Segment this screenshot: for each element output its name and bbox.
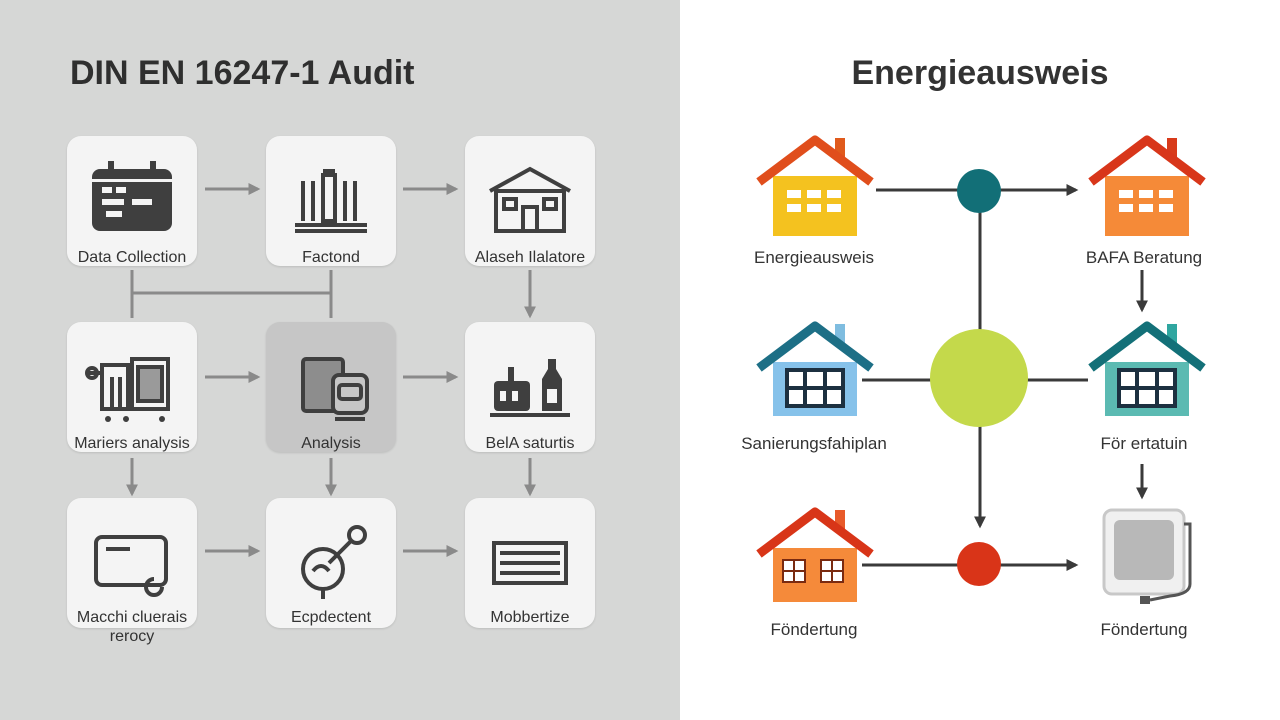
box-factond[interactable] (266, 136, 396, 266)
box-bela-saturtis[interactable] (465, 322, 595, 452)
house-orange-icon[interactable] (1087, 132, 1207, 242)
label-data-collection: Data Collection (77, 249, 187, 266)
label-sanierungsfahrplan: Sanierungsfahiplan (741, 434, 887, 453)
label-analysis: Analysis (301, 435, 361, 452)
house-red-icon[interactable] (755, 504, 875, 614)
monitor-icon (94, 535, 168, 597)
label-alaseh: Alaseh Ilalatore (474, 249, 586, 266)
box-ecpdectent[interactable] (266, 498, 396, 628)
right-panel-title: Energieausweis (851, 54, 1109, 92)
columns-icon (295, 169, 367, 233)
label-macchi: Macchi cluerais rerocy (76, 609, 188, 645)
gauge-icon (301, 525, 367, 599)
label-for-ertatuin: För ertatuin (1100, 434, 1188, 453)
calendar-icon (92, 161, 172, 231)
label-bafa-beratung: BAFA Beratung (1085, 248, 1203, 267)
machine-icon (85, 357, 170, 422)
device-icon[interactable] (1090, 504, 1210, 614)
box-macchi[interactable] (67, 498, 197, 628)
label-fondertung-right: Föndertung (1100, 620, 1188, 639)
house-yellow-icon[interactable] (755, 132, 875, 242)
label-energieausweis: Energieausweis (753, 248, 874, 267)
house-blue-icon[interactable] (755, 318, 875, 428)
factory-icon (490, 359, 570, 417)
building-icon (489, 166, 571, 233)
house-teal-icon[interactable] (1087, 318, 1207, 428)
device-icon (301, 357, 369, 421)
box-mariers-analysis[interactable] (67, 322, 197, 452)
left-panel-title: DIN EN 16247-1 Audit (70, 54, 415, 92)
panel-icon (492, 541, 568, 585)
box-alaseh[interactable] (465, 136, 595, 266)
label-fondertung-left: Föndertung (770, 620, 858, 639)
label-factond: Factond (302, 249, 360, 266)
label-mobbertize: Mobbertize (490, 609, 570, 626)
box-analysis[interactable] (266, 322, 396, 452)
label-mariers-analysis: Mariers analysis (74, 435, 190, 452)
box-data-collection[interactable] (67, 136, 197, 266)
box-mobbertize[interactable] (465, 498, 595, 628)
label-ecpdectent: Ecpdectent (290, 609, 372, 626)
label-bela-saturtis: BelA saturtis (485, 435, 575, 452)
